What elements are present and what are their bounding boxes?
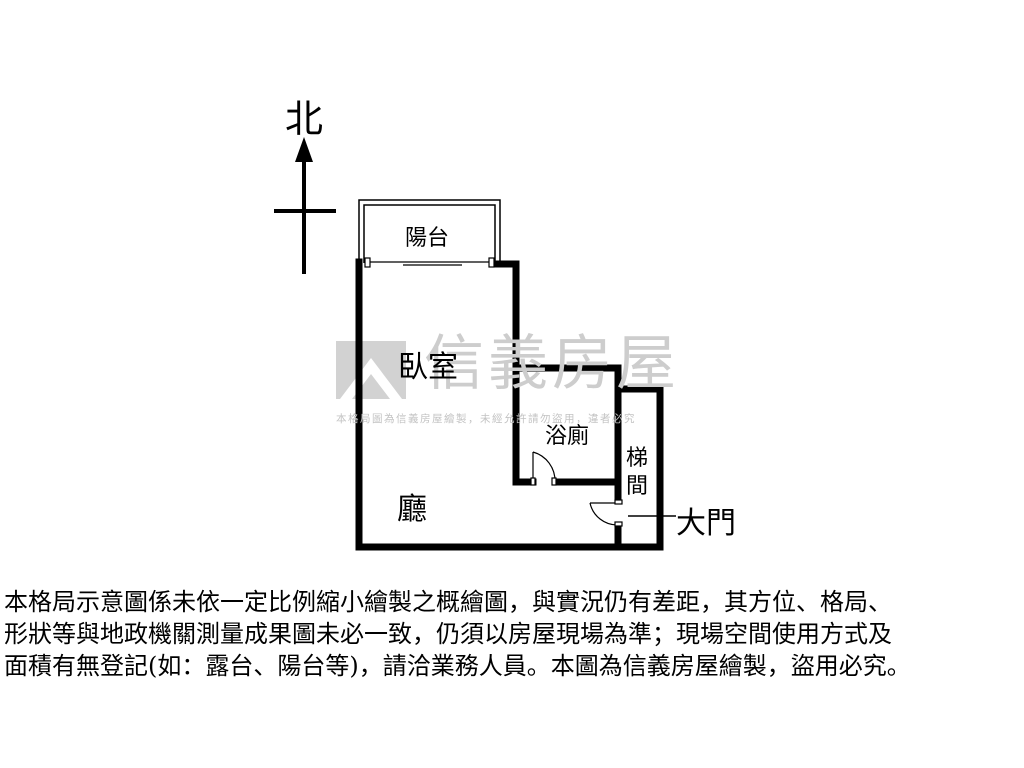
balcony-label: 陽台	[405, 226, 450, 251]
watermark-logo	[336, 341, 406, 399]
north-label: 北	[285, 97, 324, 141]
disclaimer-line: 形狀等與地政機關測量成果圖未必一致，仍須以房屋現場為準；現場空間使用方式及	[4, 620, 892, 648]
stair-label-2: 間	[626, 474, 649, 499]
compass-icon	[274, 137, 336, 274]
stair-label-1: 梯	[626, 446, 649, 471]
main-door-label: 大門	[676, 506, 736, 541]
disclaimer-line: 本格局示意圖係未依一定比例縮小繪製之概繪圖，與實況仍有差距，其方位、格局、	[4, 588, 892, 616]
main-door[interactable]	[589, 499, 623, 527]
living-room-label: 廳	[397, 492, 427, 527]
balcony-outline	[358, 199, 501, 263]
watermark-subtitle: 本格局圖為信義房屋繪製，未經允許請勿盜用，違者必究	[336, 413, 636, 425]
disclaimer-text: 本格局示意圖係未依一定比例縮小繪製之概繪圖，與實況仍有差距，其方位、格局、 形狀…	[4, 586, 1020, 682]
disclaimer-line: 面積有無登記(如：露台、陽台等)，請洽業務人員。本圖為信義房屋繪製，盜用必究。	[4, 652, 911, 680]
walls	[355, 258, 664, 551]
bedroom-label: 臥室	[398, 350, 458, 385]
bathroom-label: 浴廁	[545, 424, 590, 449]
balcony-sliding-door	[364, 257, 495, 268]
watermark-title: 信義房屋	[424, 329, 680, 399]
bathroom-door[interactable]	[530, 451, 557, 486]
